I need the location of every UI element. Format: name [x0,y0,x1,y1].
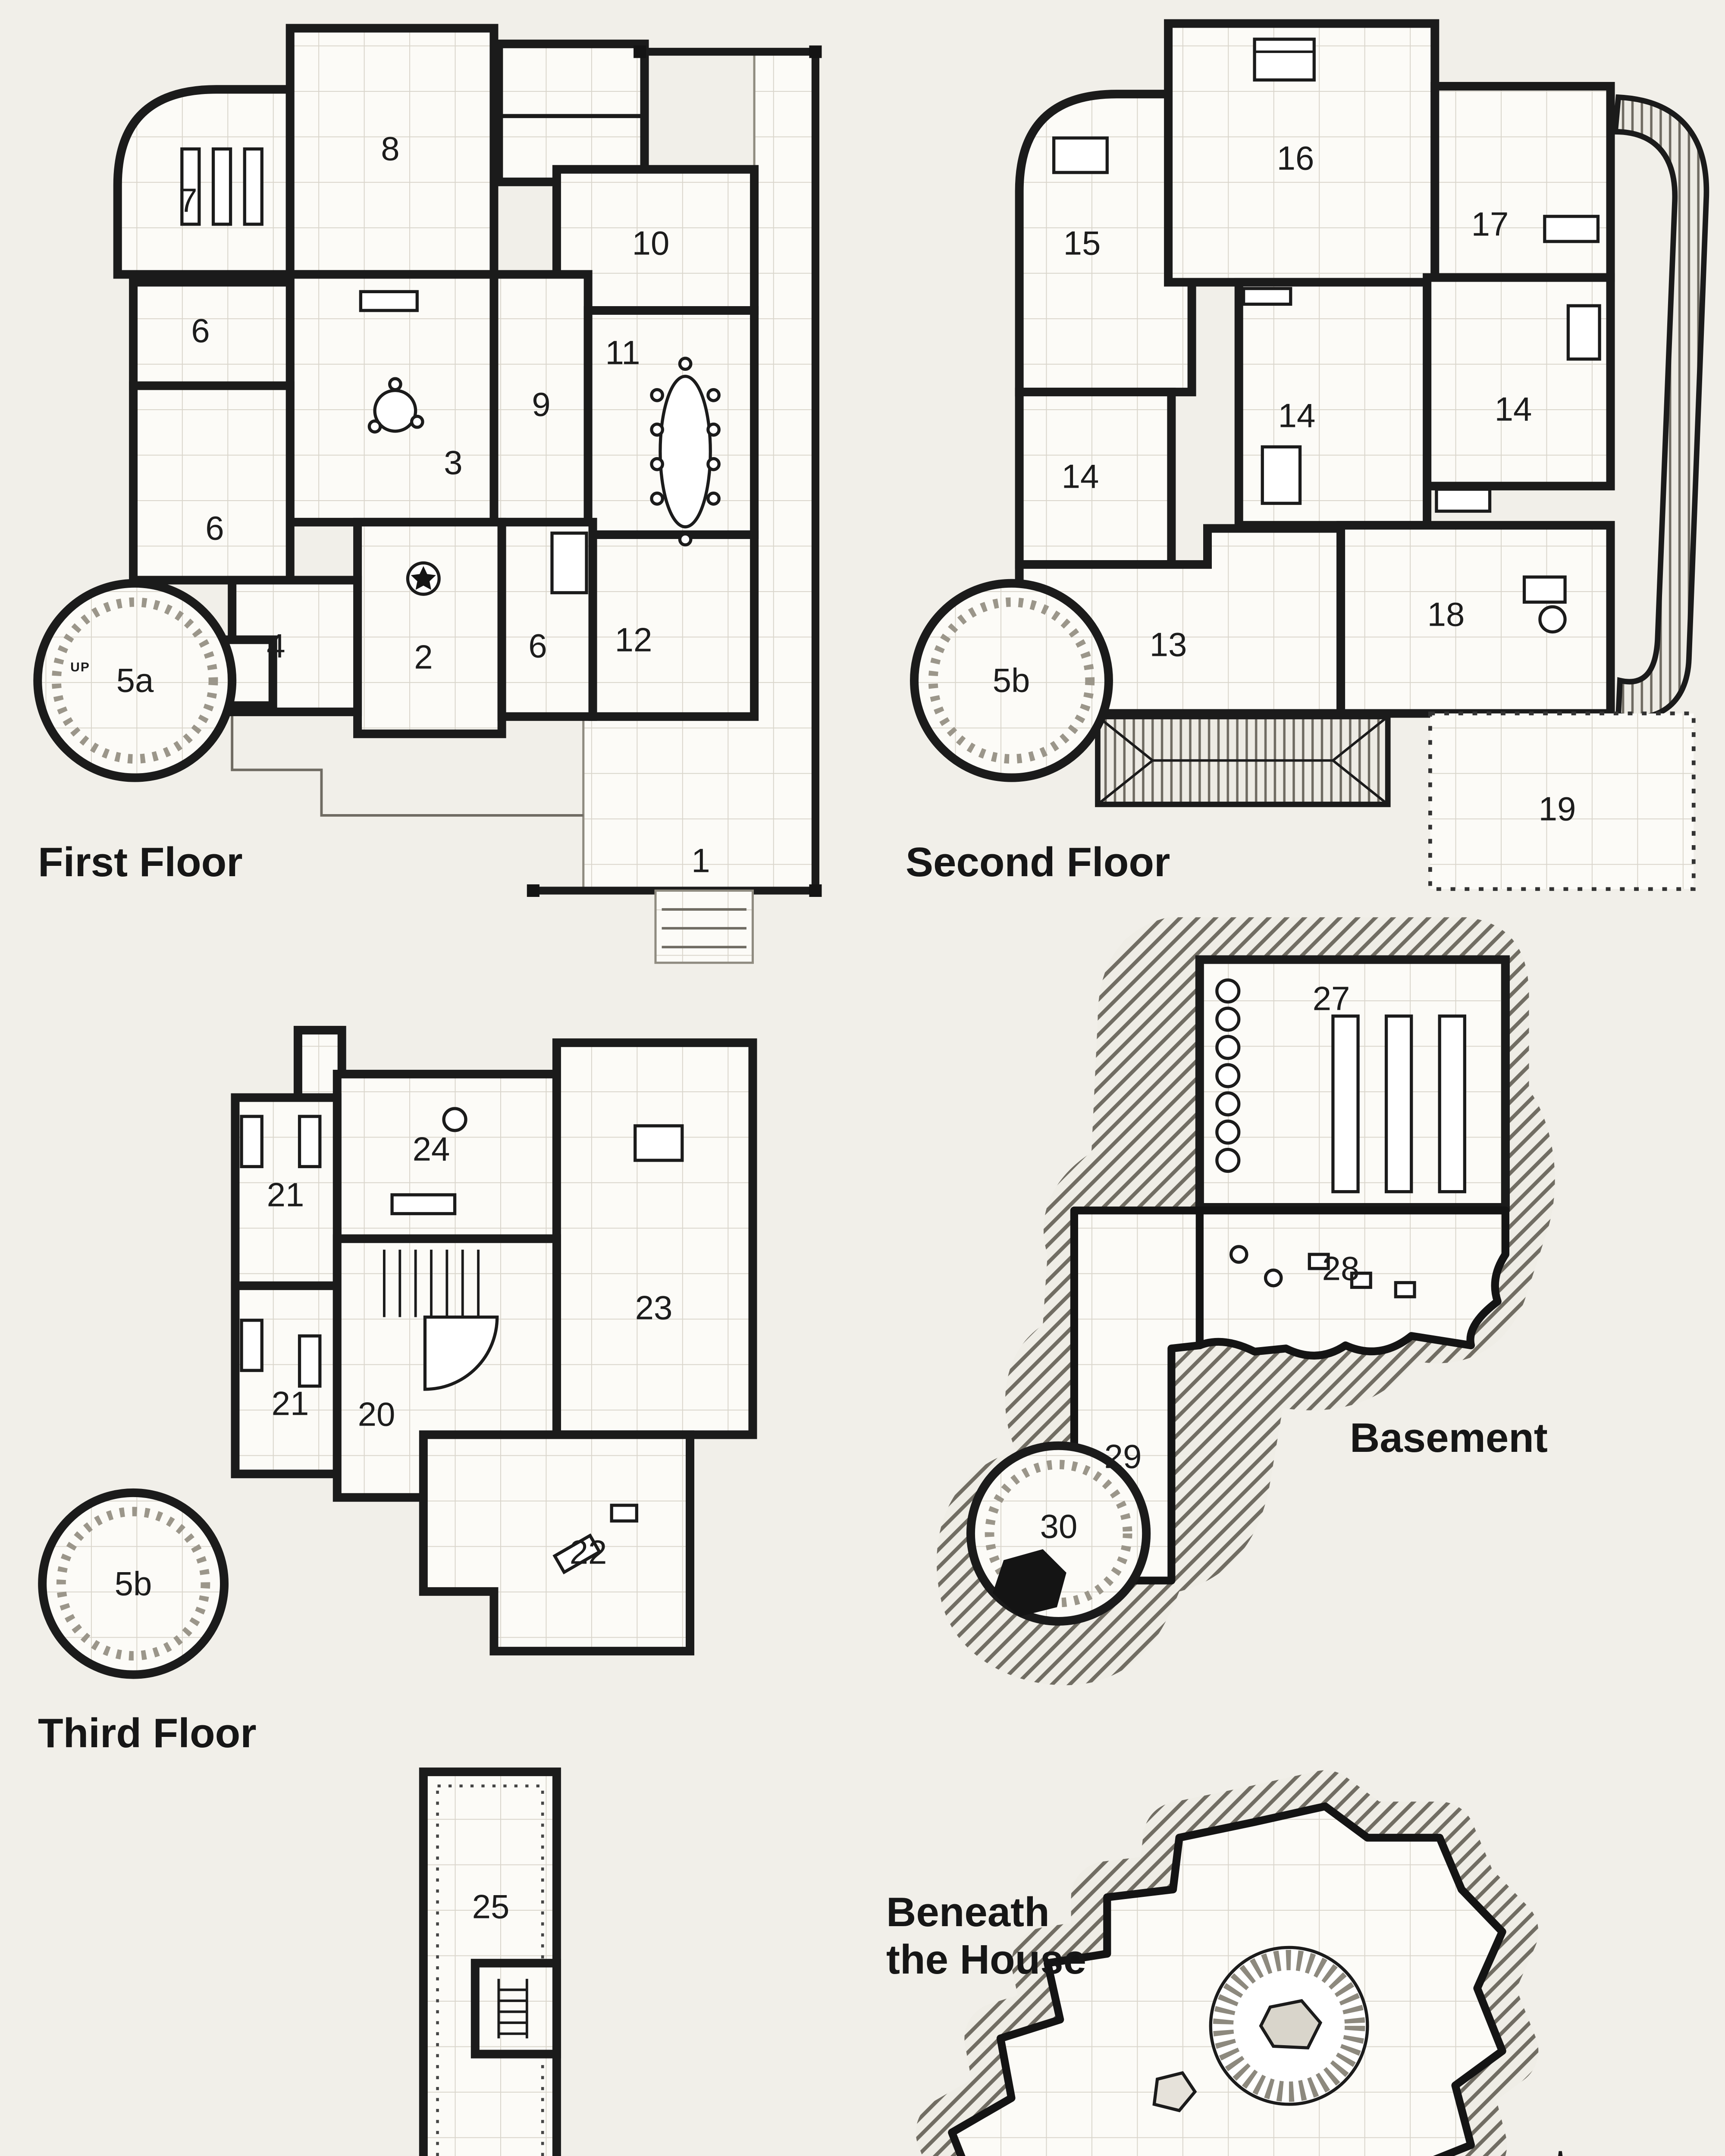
room-shape-14-left [1015,388,1176,569]
roof-below-13 [1095,714,1391,807]
first-floor-plan [33,24,822,964]
first-floor-furniture [180,147,721,596]
rock-blob-1 [1152,2071,1197,2112]
pit-hole [992,1549,1066,1617]
room-shape-privy [494,39,649,186]
room-shape-22 [419,1430,694,1656]
room-shape-6-mid [129,381,295,585]
room-shape-17 [1430,82,1615,282]
second-floor-plan [910,19,1709,891]
basement-plan [936,917,1555,1686]
second-floor-furniture [1052,38,1601,634]
rock-formation-large [1209,1946,1369,2106]
room-shape-7 [113,85,295,279]
room-shape-23 [552,1038,757,1439]
room-shape-9 [489,270,593,526]
room-shape-21-bottom [231,1281,342,1479]
compass-rose [1558,2151,1563,2156]
room-shape-stair-bump [293,1026,346,1107]
tower-30-stairs [985,1460,1132,1608]
dock-steps [654,889,754,964]
room-shape-12 [588,530,759,721]
third-floor-plan [38,1026,757,1679]
room-shape-25 [470,1959,561,2059]
ladder [497,1979,528,2039]
tower-5b-third-stairs [56,1507,210,1661]
room-shape-2 [353,517,506,738]
widows-walk-plan [419,1767,561,2156]
basement-furniture [1215,978,1466,1298]
tower-5b-second-stairs [928,597,1095,764]
room-shape-18 [1336,521,1615,718]
third-floor-furniture [240,1107,684,1575]
tower-5a-stairs [51,597,218,764]
roof-band-right [1612,94,1709,720]
room-shape-8 [285,24,499,279]
room-shape-19 [1428,711,1696,891]
tower-5b-third [38,1488,229,1679]
deck-edge-lines [231,711,583,817]
room-shape-6-top [129,278,295,390]
beneath-the-house-plan [916,1770,1539,2156]
tower-5a [33,579,237,782]
tower-5b-second [910,579,1113,782]
